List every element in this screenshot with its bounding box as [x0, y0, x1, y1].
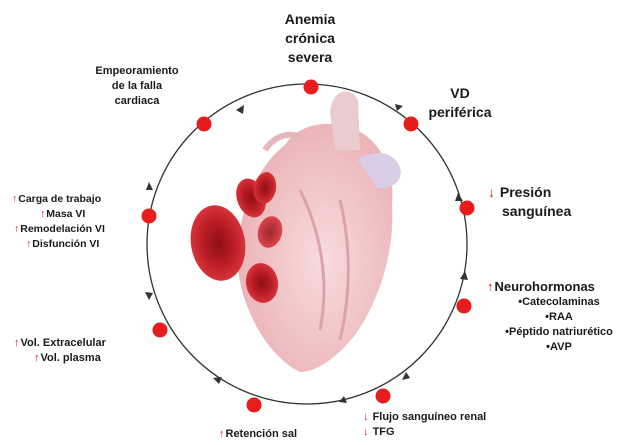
node-vd — [404, 117, 419, 132]
disfuncion-text: Disfunción VI — [32, 238, 99, 250]
neuro-item-2: •RAA — [487, 310, 631, 325]
label-retencion: ↑Retención sal — [219, 427, 329, 442]
vol-extra-text: Vol. Extracelular — [21, 337, 106, 349]
anemia-line-2: crónica — [272, 29, 348, 48]
presion-line-2: sanguínea — [488, 202, 578, 221]
arrowhead-9 — [236, 105, 244, 114]
empeora-line-2: de la falla — [78, 79, 196, 94]
label-volumen: ↑Vol. Extracelular ↑Vol. plasma — [14, 336, 164, 366]
retencion-text: Retención sal — [226, 428, 298, 440]
tfg-text: TFG — [373, 426, 395, 438]
label-presion: ↓ Presión sanguínea — [488, 183, 578, 221]
empeora-line-3: cardiaca — [78, 94, 196, 109]
label-carga: ↑Carga de trabajo ↑Masa VI ↑Remodelación… — [12, 192, 140, 252]
down-arrow-icon: ↓ — [488, 183, 495, 202]
up-arrow-icon: ↑ — [12, 192, 17, 207]
down-arrow-icon: ↓ — [363, 425, 369, 440]
arrowhead-8 — [146, 182, 153, 190]
down-arrow-icon: ↓ — [363, 410, 369, 425]
label-flujo: ↓ Flujo sanguíneo renal ↓ TFG — [363, 410, 533, 440]
masa-text: Masa VI — [46, 208, 85, 220]
node-empeora — [197, 117, 212, 132]
label-anemia: Anemia crónica severa — [272, 10, 348, 67]
arrowhead-4 — [402, 372, 410, 380]
arrowhead-1 — [395, 104, 403, 111]
up-arrow-icon: ↑ — [14, 222, 19, 237]
node-flujo — [376, 389, 391, 404]
node-retencion — [247, 398, 262, 413]
up-arrow-icon: ↑ — [34, 351, 40, 366]
label-empeoramiento: Empeoramiento de la falla cardiaca — [78, 64, 196, 109]
node-neuro — [457, 299, 472, 314]
flujo-text: Flujo sanguíneo renal — [373, 411, 487, 423]
label-vd: VD periférica — [420, 84, 500, 122]
up-arrow-icon: ↑ — [40, 207, 45, 222]
up-arrow-icon: ↑ — [14, 336, 20, 351]
node-presion — [460, 201, 475, 216]
vol-plasma-text: Vol. plasma — [41, 352, 101, 364]
label-neurohormonas: ↑Neurohormonas •Catecolaminas •RAA •Pépt… — [487, 278, 633, 355]
anemia-line-3: severa — [272, 48, 348, 67]
neuro-item-1: •Catecolaminas — [487, 295, 631, 310]
up-arrow-icon: ↑ — [487, 278, 494, 295]
neuro-item-4: •AVP — [487, 340, 631, 355]
up-arrow-icon: ↑ — [219, 427, 225, 442]
vd-line-2: periférica — [420, 103, 500, 122]
arrowhead-7 — [145, 292, 153, 300]
neuro-title: Neurohormonas — [495, 279, 595, 294]
neuro-item-3: •Péptido natriurético — [487, 325, 631, 340]
empeora-line-1: Empeoramiento — [78, 64, 196, 79]
node-carga — [142, 209, 157, 224]
arrowhead-6 — [213, 377, 222, 384]
up-arrow-icon: ↑ — [26, 237, 31, 252]
carga-text: Carga de trabajo — [18, 193, 101, 205]
anemia-line-1: Anemia — [272, 10, 348, 29]
vd-line-1: VD — [420, 84, 500, 103]
presion-line-1: Presión — [500, 184, 551, 200]
remodel-text: Remodelación VI — [20, 223, 105, 235]
node-anemia — [304, 80, 319, 95]
red-blood-cells — [185, 170, 286, 305]
